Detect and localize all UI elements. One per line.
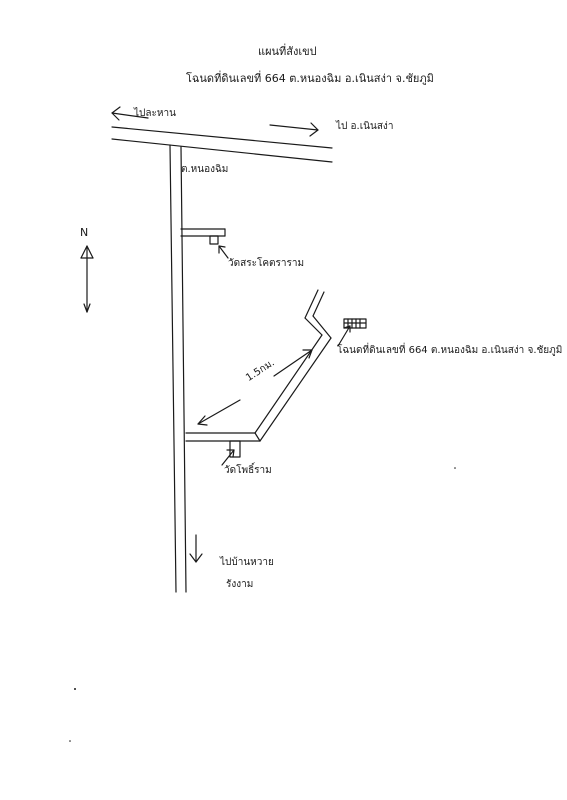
scan-speck (69, 740, 71, 742)
page-subtitle: โฉนดที่ดินเลขที่ 664 ต.หนองฉิม อ.เนินสง่… (186, 72, 434, 85)
scan-speck (74, 688, 76, 690)
north-temple-building (209, 235, 219, 245)
south-temple-building (229, 440, 241, 458)
diagonal-road-ext-east (312, 315, 332, 339)
scan-speck (454, 467, 456, 469)
label-to-south-1: ไปบ้านหวาย (220, 557, 274, 568)
arrow-west-shaft (111, 112, 149, 119)
pointer-south-temple (221, 449, 235, 466)
page-title: แผนที่สังเขป (258, 45, 317, 58)
arrow-south-head (189, 553, 203, 563)
label-parcel: โฉนดที่ดินเลขที่ 664 ต.หนองฉิม อ.เนินสง่… (337, 345, 563, 356)
label-temple-north: วัดสระโคตราราม (228, 258, 305, 269)
label-village: ต.หนองฉิม (181, 164, 229, 175)
north-stub-west (304, 289, 319, 319)
north-arrow-head (80, 245, 94, 259)
arrow-west-head (111, 106, 121, 121)
label-to-west: ไปละหาน (134, 108, 176, 119)
label-temple-south: วัดโพธิ์ราม (224, 465, 272, 476)
side-road-edge-west (169, 144, 177, 593)
diagonal-road-east (259, 337, 332, 442)
diagonal-road-ext-west (304, 317, 323, 336)
distance-arrow-right (273, 349, 313, 377)
pointer-north-temple (218, 245, 229, 259)
label-to-south-2: รังงาม (226, 579, 254, 590)
label-to-east: ไป อ.เนินสง่า (336, 121, 394, 132)
distance-arrow-left (197, 399, 241, 425)
pointer-parcel (337, 325, 351, 347)
north-label: N (80, 226, 89, 239)
north-stub-east (312, 291, 325, 317)
south-branch-end (254, 432, 261, 442)
main-road-edge-south (111, 138, 333, 163)
main-road-edge-north (111, 126, 333, 149)
arrow-east-head (309, 122, 319, 137)
arrow-east-shaft (269, 124, 319, 131)
side-road-edge-east (180, 146, 187, 593)
